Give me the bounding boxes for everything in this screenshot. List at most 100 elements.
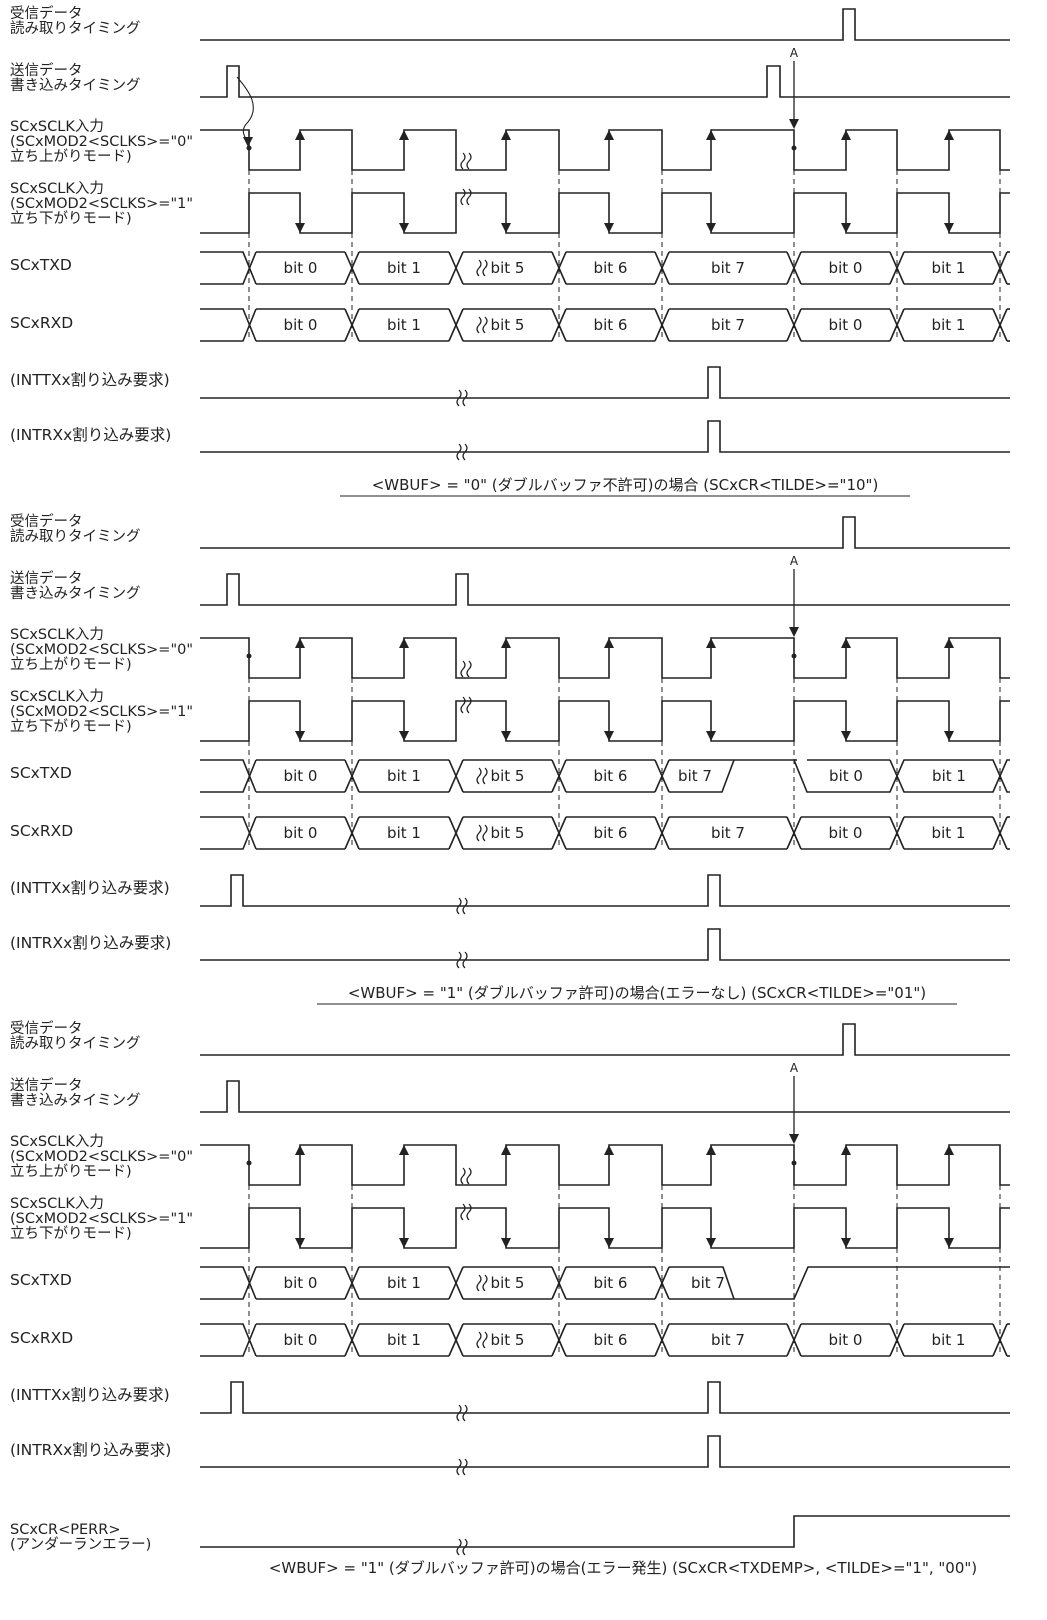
label-line: SCxTXD	[10, 256, 72, 274]
bit-label: bit 1	[931, 824, 966, 842]
label-line: SCxSCLK入力	[10, 689, 104, 705]
label-line: SCxRXD	[10, 314, 74, 332]
signal-label-rxd: SCxRXD	[10, 1329, 74, 1347]
time-break-mark	[476, 1274, 488, 1292]
signal-label-rx-read: 受信データ読み取りタイミング	[10, 515, 141, 545]
falling-edge-arrow	[944, 1238, 954, 1248]
bit-label: bit 7	[678, 767, 712, 785]
falling-edge-arrow	[243, 137, 253, 147]
signal-label-sclk-fall: SCxSCLK入力(SCxMOD2<SCLKS>="1"立ち下がりモード)	[10, 182, 193, 227]
rx-read-timing-waveform	[200, 516, 1010, 549]
rising-edge-arrow	[604, 638, 614, 648]
bit-label: bit 6	[593, 767, 628, 785]
rising-edge-arrow	[604, 130, 614, 140]
label-line: (SCxMOD2<SCLKS>="1"	[10, 704, 194, 720]
bus-crossover	[448, 1266, 464, 1300]
bus-crossover	[344, 251, 360, 285]
label-line: (INTRXx割り込み要求)	[10, 1441, 172, 1459]
bit-label: bit 1	[387, 316, 421, 334]
bus-edge	[200, 1266, 257, 1300]
bus-crossover	[344, 308, 360, 342]
label-line: 受信データ	[10, 6, 83, 22]
time-break-mark	[476, 1331, 488, 1349]
label-line: SCxRXD	[10, 1329, 74, 1347]
falling-edge-arrow	[789, 119, 799, 129]
time-break-mark	[456, 1458, 468, 1476]
bit-label: bit 7	[711, 824, 745, 842]
bus-crossover	[344, 816, 360, 850]
bit-label: bit 6	[593, 259, 628, 277]
time-break-mark	[460, 188, 472, 206]
falling-edge-arrow	[399, 223, 409, 233]
bus-crossover	[448, 816, 464, 850]
causal-arrow	[236, 76, 254, 142]
rising-edge-arrow	[399, 638, 409, 648]
bus-edge	[200, 1323, 257, 1357]
signal-label-txd: SCxTXD	[10, 1272, 72, 1288]
falling-edge-arrow	[944, 223, 954, 233]
label-line: (SCxMOD2<SCLKS>="0"	[10, 642, 194, 658]
signal-label-sclk-rise: SCxSCLK入力(SCxMOD2<SCLKS>="0"立ち上がりモード)	[10, 120, 193, 165]
signal-label-rxd: SCxRXD	[10, 823, 73, 839]
marker-a-label: A	[789, 1061, 799, 1075]
sample-dot	[791, 1160, 797, 1166]
sample-dot	[246, 653, 252, 659]
bus-line	[669, 759, 1010, 793]
signal-label-intrx: (INTRXx割り込み要求)	[10, 427, 171, 443]
bit-label: bit 5	[490, 767, 525, 785]
rising-edge-arrow	[706, 130, 716, 140]
label-line: SCxSCLK入力	[10, 627, 104, 643]
time-break-mark	[460, 696, 472, 714]
sclk-rising-mode-waveform	[200, 637, 1010, 679]
falling-edge-arrow	[501, 731, 511, 741]
bit-label: bit 0	[828, 316, 863, 334]
time-break-mark	[476, 316, 488, 334]
label-line: 書き込みタイミング	[10, 586, 141, 602]
rising-edge-arrow	[501, 1145, 511, 1155]
falling-edge-arrow	[789, 627, 799, 637]
label-line: (アンダーランエラー)	[10, 1537, 152, 1553]
time-break-mark	[456, 443, 468, 461]
falling-edge-arrow	[604, 223, 614, 233]
bit-label: bit 7	[691, 1274, 725, 1292]
bit-label: bit 5	[490, 1274, 525, 1292]
bus-crossover	[786, 308, 802, 342]
marker-a-label: A	[789, 554, 799, 568]
rising-edge-arrow	[295, 638, 305, 648]
time-break-mark	[476, 767, 488, 785]
rising-edge-arrow	[944, 1145, 954, 1155]
signal-label-tx-write: 送信データ書き込みタイミング	[10, 64, 141, 94]
rising-edge-arrow	[501, 130, 511, 140]
bus-crossover	[654, 251, 670, 285]
inttx-waveform	[200, 874, 1010, 907]
label-line: 立ち上がりモード)	[10, 657, 132, 673]
bit-label: bit 1	[387, 1274, 421, 1292]
sclk-falling-mode-waveform	[200, 700, 1010, 742]
inttx-waveform	[200, 1381, 1010, 1414]
intrx-waveform	[200, 1435, 1010, 1468]
bus-crossover	[889, 816, 905, 850]
signal-label-inttx: (INTTXx割り込み要求)	[10, 1387, 170, 1403]
falling-edge-arrow	[604, 1238, 614, 1248]
signal-label-txd: SCxTXD	[10, 256, 72, 274]
signal-label-inttx: (INTTXx割り込み要求)	[10, 372, 170, 388]
bit-label: bit 1	[387, 1331, 421, 1349]
signal-label-perr: SCxCR<PERR>(アンダーランエラー)	[10, 1523, 151, 1553]
label-line: 送信データ	[10, 63, 83, 79]
bus-crossover	[992, 816, 1008, 850]
bus-crossover	[551, 308, 567, 342]
signal-label-tx-write: 送信データ書き込みタイミング	[10, 572, 141, 602]
bus-crossover	[448, 308, 464, 342]
falling-edge-arrow	[841, 223, 851, 233]
label-line: SCxSCLK入力	[10, 181, 104, 197]
label-line: (INTRXx割り込み要求)	[10, 934, 172, 952]
label-line: 書き込みタイミング	[10, 78, 141, 94]
bus-crossover	[551, 816, 567, 850]
label-line: 受信データ	[10, 1021, 83, 1037]
time-break-mark	[456, 951, 468, 969]
bit-label: bit 7	[711, 316, 745, 334]
time-break-mark	[460, 152, 472, 170]
label-line: 読み取りタイミング	[10, 529, 141, 545]
label-line: (SCxMOD2<SCLKS>="0"	[10, 1149, 194, 1165]
sample-dot	[791, 145, 797, 151]
